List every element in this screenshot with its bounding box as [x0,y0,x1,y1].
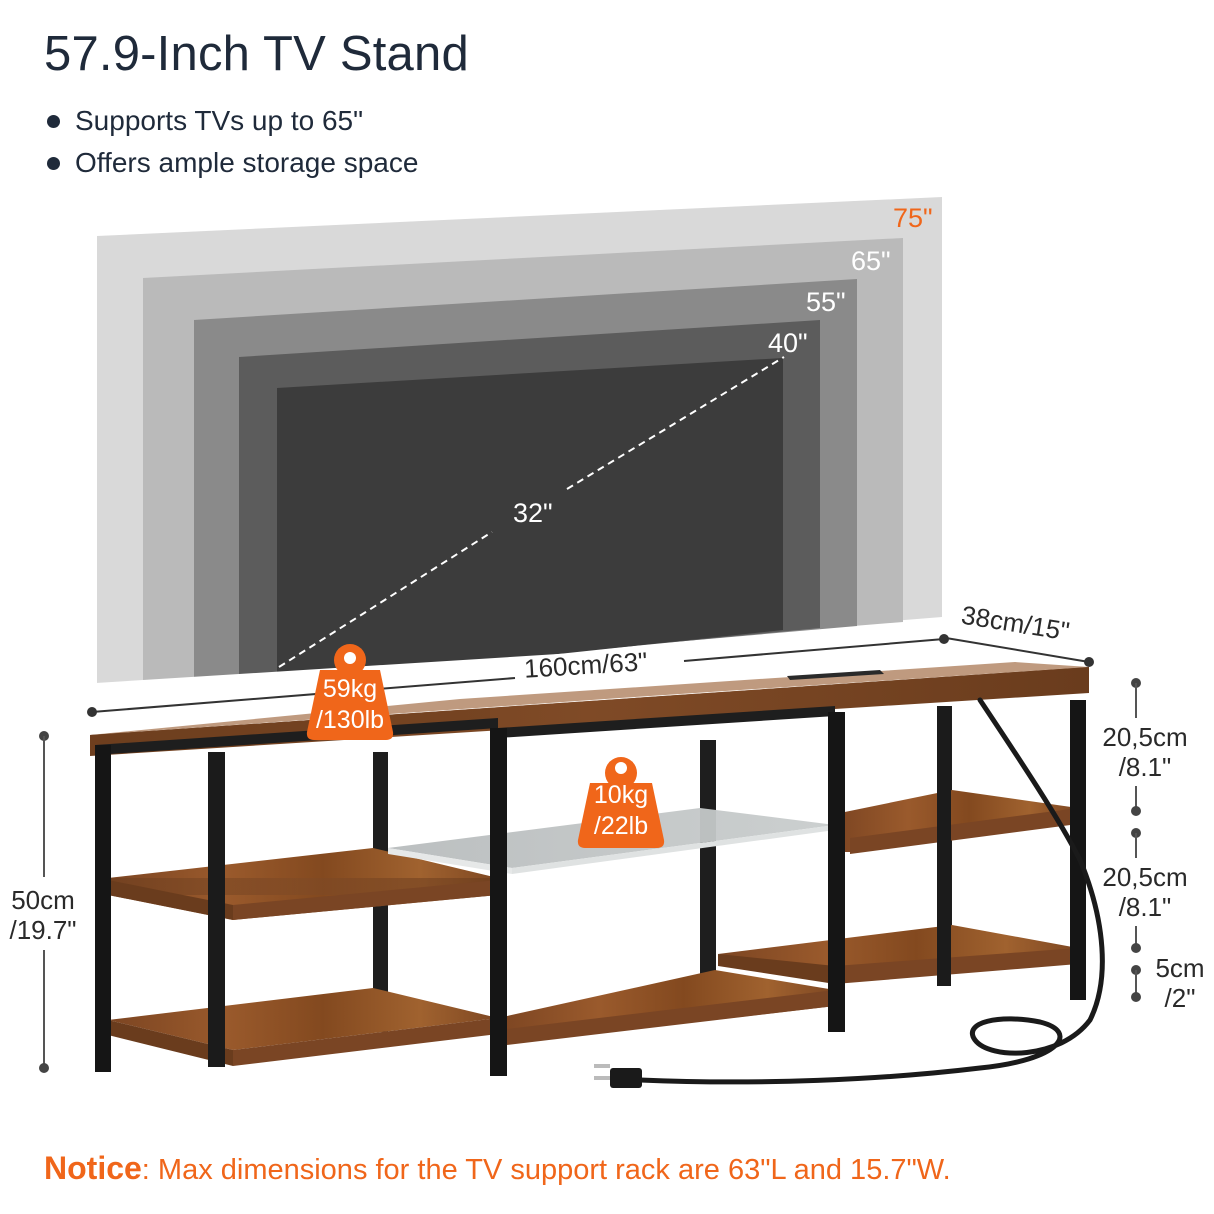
notice-label: Notice [44,1150,142,1186]
notice-text: : Max dimensions for the TV support rack… [141,1154,951,1186]
gap-top-label: 20,5cm /8.1" [1090,722,1200,782]
page-title: 57.9-Inch TV Stand [44,27,469,81]
power-plug [594,1064,642,1088]
tv-size-label-65: 65" [851,246,891,276]
gap-mid-cm: 20,5cm [1102,862,1188,892]
clearance-label: 5cm /2" [1146,953,1214,1013]
tv-size-label-32: 32" [513,498,553,528]
depth-dimension-line [945,637,1094,667]
gap-top-in: /8.1" [1118,752,1172,782]
feature-text: Offers ample storage space [75,147,419,178]
bullet-icon [47,114,60,128]
gap-mid-in: /8.1" [1118,892,1172,922]
gap-top-cm: 20,5cm [1102,722,1188,752]
height-cm: 50cm [11,885,75,915]
clearance-cm: 5cm [1155,953,1205,983]
feature-item: Offers ample storage space [44,142,418,184]
bullet-icon [47,156,60,170]
weight-badge-shelf [577,757,665,848]
weight-badge-shelf-text: 10kg /22lb [581,780,661,842]
feature-list: Supports TVs up to 65" Offers ample stor… [44,100,418,184]
length-dimension-line [87,634,949,717]
weight-kg: 59kg [322,675,378,703]
tv-stand [90,662,1089,1076]
power-cord [637,697,1105,1085]
weight-lb: /22lb [593,812,649,840]
tv-size-label-40: 40" [768,328,808,358]
tv-size-label-55: 55" [806,287,846,317]
height-in: /19.7" [9,915,77,945]
tv-size-label-75: 75" [893,203,933,233]
weight-kg: 10kg [593,781,649,809]
notice: Notice: Max dimensions for the TV suppor… [44,1150,951,1187]
clearance-in: /2" [1164,983,1196,1013]
shelf-gap-dimension-lines [1131,678,1141,1002]
gap-mid-label: 20,5cm /8.1" [1090,862,1200,922]
feature-item: Supports TVs up to 65" [44,100,418,142]
weight-badge-top-text: 59kg /130lb [310,674,390,736]
tv-32 [277,358,783,684]
weight-lb: /130lb [315,706,385,734]
tv-size-comparison [97,197,942,684]
feature-text: Supports TVs up to 65" [75,105,364,136]
weight-badge-top [306,644,394,740]
height-dimension-line [39,731,49,1073]
height-label: 50cm /19.7" [0,885,86,945]
